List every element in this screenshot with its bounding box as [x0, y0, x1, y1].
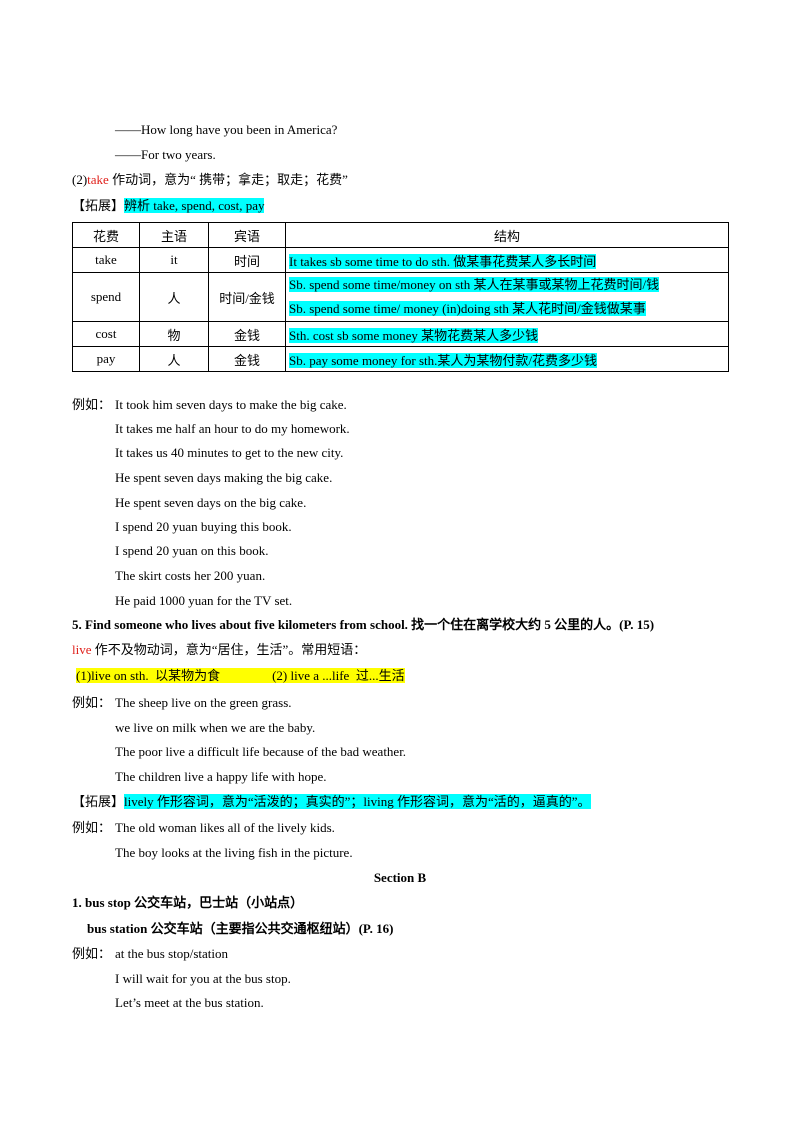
verb-cell: take	[72, 247, 140, 273]
table-row: cost 物 金钱 Sth. cost sb some money 某物花费某人…	[72, 321, 729, 347]
comparison-table: 花费 主语 宾语 结构 take it 时间 It takes sb some …	[72, 222, 729, 372]
dialog-answer: ——For two years.	[115, 147, 216, 162]
table-header-cell: 花费	[72, 222, 140, 248]
structure-text: It takes sb some time to do sth. 做某事花费某人…	[289, 253, 597, 269]
verb-cell: cost	[72, 321, 140, 347]
verb-cell: spend	[72, 272, 140, 322]
take-meaning: 作动词，意为“ 携带；拿走；取走；花费”	[108, 172, 348, 187]
table-header-cell: 宾语	[208, 222, 286, 248]
section-b-item-1: 1. bus stop 公交车站，巴士站（小站点）	[72, 895, 304, 910]
live-phrases: (1)live on sth. 以某物为食 (2) live a ...life…	[76, 667, 405, 685]
point5-heading: 5. Find someone who lives about five kil…	[72, 617, 655, 632]
structure-text: Sb. spend some time/money on sth 某人在某事或某…	[289, 277, 660, 292]
example-line: I spend 20 yuan on this book.	[115, 543, 269, 558]
table-header-row: 花费 主语 宾语 结构	[72, 222, 729, 248]
subject-cell: 人	[139, 346, 209, 372]
example-line: It takes me half an hour to do my homewo…	[115, 421, 350, 436]
example-label: 例如：	[72, 820, 112, 835]
structure-cell: Sb. spend some time/money on sth 某人在某事或某…	[285, 272, 729, 322]
example-line: He spent seven days making the big cake.	[115, 470, 333, 485]
table-row: pay 人 金钱 Sb. pay some money for sth.某人为某…	[72, 346, 729, 372]
expand-heading-2: 【拓展】lively 作形容词，意为“活泼的；真实的”；living 作形容词，…	[72, 793, 591, 811]
subject-cell: 人	[139, 272, 209, 322]
object-cell: 时间/金钱	[208, 272, 286, 322]
dialog-question: ——How long have you been in America?	[115, 122, 338, 137]
expand-text-2: lively 作形容词，意为“活泼的；真实的”；living 作形容词，意为“活…	[124, 794, 591, 809]
take-word: take	[87, 172, 109, 187]
expand-bracket-2: 【拓展】	[72, 794, 125, 809]
verb-cell: pay	[72, 346, 140, 372]
live-phrases-text: (1)live on sth. 以某物为食 (2) live a ...life…	[76, 668, 405, 683]
example-line: He spent seven days on the big cake.	[115, 495, 307, 510]
example-line: at the bus stop/station	[115, 946, 229, 961]
example-line: The poor live a difficult life because o…	[115, 744, 407, 759]
example-line: It took him seven days to make the big c…	[115, 397, 347, 412]
example-line: The skirt costs her 200 yuan.	[115, 568, 266, 583]
example-line: The sheep live on the green grass.	[115, 695, 292, 710]
take-prefix: (2)	[72, 172, 88, 187]
section-b-item-1b: bus station 公交车站（主要指公共交通枢纽站）(P. 16)	[87, 921, 394, 936]
example-label: 例如：	[72, 946, 112, 961]
object-cell: 时间	[208, 247, 286, 273]
structure-text: Sb. pay some money for sth.某人为某物付款/花费多少钱	[289, 352, 598, 368]
example-line: Let’s meet at the bus station.	[115, 995, 264, 1010]
structure-cell: Sb. pay some money for sth.某人为某物付款/花费多少钱	[285, 346, 729, 372]
subject-cell: it	[139, 247, 209, 273]
table-row: take it 时间 It takes sb some time to do s…	[72, 247, 729, 273]
live-desc: 作不及物动词，意为“居住，生活”。常用短语：	[91, 642, 367, 657]
table-row: spend 人 时间/金钱 Sb. spend some time/money …	[72, 272, 729, 322]
example-line: He paid 1000 yuan for the TV set.	[115, 593, 293, 608]
example-line: I spend 20 yuan buying this book.	[115, 519, 292, 534]
table-header-cell: 主语	[139, 222, 209, 248]
example-line: It takes us 40 minutes to get to the new…	[115, 445, 344, 460]
expand-text-1: 辨析 take, spend, cost, pay	[124, 198, 265, 213]
table-header-cell: 结构	[285, 222, 729, 248]
take-heading: (2)take 作动词，意为“ 携带；拿走；取走；花费”	[72, 171, 348, 189]
structure-text: Sth. cost sb some money 某物花费某人多少钱	[289, 327, 539, 343]
example-line: I will wait for you at the bus stop.	[115, 971, 291, 986]
example-line: The boy looks at the living fish in the …	[115, 845, 353, 860]
object-cell: 金钱	[208, 321, 286, 347]
expand-heading-1: 【拓展】辨析 take, spend, cost, pay	[72, 197, 265, 215]
structure-cell: Sth. cost sb some money 某物花费某人多少钱	[285, 321, 729, 347]
example-line: The old woman likes all of the lively ki…	[115, 820, 335, 835]
expand-bracket-1: 【拓展】	[72, 198, 125, 213]
structure-text: Sb. spend some time/ money (in)doing sth…	[289, 301, 646, 316]
example-label: 例如：	[72, 695, 112, 710]
live-word: live	[72, 642, 92, 657]
structure-cell: It takes sb some time to do sth. 做某事花费某人…	[285, 247, 729, 273]
subject-cell: 物	[139, 321, 209, 347]
example-label: 例如：	[72, 397, 112, 412]
section-b-title: Section B	[373, 870, 427, 885]
example-line: we live on milk when we are the baby.	[115, 720, 316, 735]
live-definition: live 作不及物动词，意为“居住，生活”。常用短语：	[72, 641, 366, 659]
example-line: The children live a happy life with hope…	[115, 769, 327, 784]
object-cell: 金钱	[208, 346, 286, 372]
